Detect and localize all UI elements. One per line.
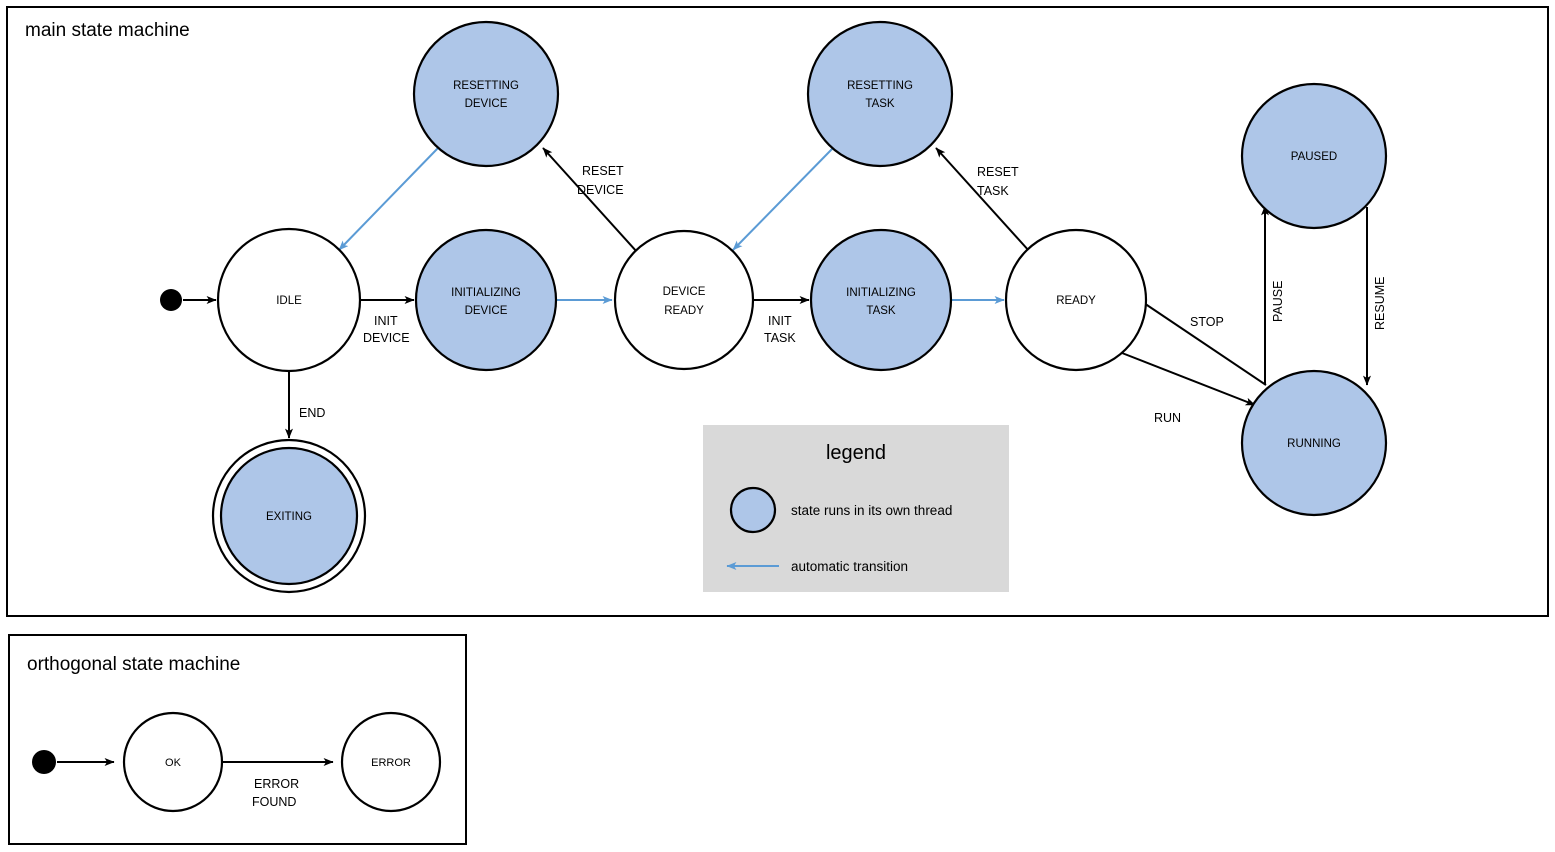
edge-label-init-task-1: INIT [768, 314, 792, 328]
state-initializing-task-label-1: INITIALIZING [846, 287, 916, 299]
state-initializing-task[interactable]: INITIALIZING TASK [809, 228, 953, 372]
state-resetting-device-label-2: DEVICE [465, 98, 508, 110]
legend-thread-circle-icon [729, 486, 777, 534]
edge-label-stop: STOP [1190, 315, 1224, 329]
edge-label-end: END [299, 406, 325, 420]
state-ok-label: OK [165, 757, 182, 769]
state-resetting-task[interactable]: RESETTING TASK [806, 20, 954, 168]
edge-device-ready-reset-device [542, 147, 638, 253]
state-resetting-device-label-1: RESETTING [453, 80, 519, 92]
edge-label-reset-task-1: RESET [977, 165, 1019, 179]
state-idle-label: IDLE [276, 295, 302, 307]
state-resetting-device[interactable]: RESETTING DEVICE [412, 20, 560, 168]
edge-ready-run-running [1121, 352, 1256, 406]
edge-label-run: RUN [1154, 411, 1181, 425]
state-initializing-device-label-2: DEVICE [465, 305, 508, 317]
state-ready-label: READY [1056, 295, 1096, 307]
state-ok[interactable]: OK [122, 711, 224, 813]
edge-label-error-found-1: ERROR [254, 777, 299, 791]
orthogonal-frame-title: orthogonal state machine [27, 654, 240, 675]
edge-label-resume: RESUME [1373, 277, 1387, 330]
edge-resetting-device-auto [338, 147, 439, 251]
state-device-ready[interactable]: DEVICE READY [613, 229, 755, 371]
state-exiting-label: EXITING [266, 511, 312, 523]
state-error[interactable]: ERROR [340, 711, 442, 813]
edge-label-init-device-1: INIT [374, 314, 398, 328]
orthogonal-frame [8, 634, 467, 845]
state-idle[interactable]: IDLE [216, 227, 362, 373]
edge-label-reset-device-1: RESET [582, 164, 624, 178]
state-paused[interactable]: PAUSED [1240, 82, 1388, 230]
state-error-label: ERROR [371, 757, 411, 769]
edge-label-init-task-2: TASK [764, 331, 796, 345]
state-exiting[interactable]: EXITING [211, 438, 367, 594]
edge-label-pause: PAUSE [1271, 281, 1285, 322]
state-initializing-device[interactable]: INITIALIZING DEVICE [414, 228, 558, 372]
state-device-ready-label-1: DEVICE [663, 286, 706, 298]
state-initializing-task-label-2: TASK [866, 305, 896, 317]
edge-ready-reset-task [935, 147, 1031, 253]
main-frame [6, 6, 1549, 617]
state-running-label: RUNNING [1287, 438, 1341, 450]
initial-pseudostate-orthogonal [32, 750, 56, 774]
state-initializing-device-label-1: INITIALIZING [451, 287, 521, 299]
state-device-ready-label-2: READY [664, 305, 704, 317]
edge-resetting-task-auto [732, 147, 834, 251]
state-ready[interactable]: READY [1004, 228, 1148, 372]
edge-label-reset-device-2: DEVICE [577, 183, 624, 197]
edge-label-error-found-2: FOUND [252, 795, 296, 809]
state-paused-label: PAUSED [1291, 151, 1337, 163]
legend-item-auto-label: automatic transition [791, 559, 908, 574]
initial-pseudostate-main [160, 289, 182, 311]
legend-title: legend [826, 442, 886, 464]
edge-label-reset-task-2: TASK [977, 184, 1009, 198]
state-running[interactable]: RUNNING [1240, 369, 1388, 517]
edge-label-init-device-2: DEVICE [363, 331, 410, 345]
legend-item-thread-label: state runs in its own thread [791, 503, 952, 518]
state-resetting-task-label-1: RESETTING [847, 80, 913, 92]
edge-running-stop-ready [1131, 294, 1267, 386]
legend: legend state runs in its own thread auto… [703, 425, 1009, 592]
main-frame-title: main state machine [25, 20, 190, 41]
state-resetting-task-label-2: TASK [865, 98, 895, 110]
